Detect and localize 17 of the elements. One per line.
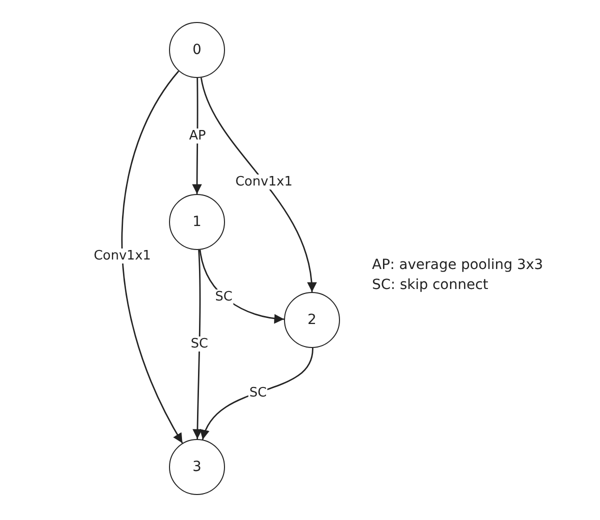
edge-label: Conv1x1: [92, 248, 152, 264]
legend-note: SC: skip connect: [372, 277, 488, 293]
arrow: [199, 250, 284, 324]
arrow: [192, 250, 202, 440]
node-label: 3: [192, 459, 202, 475]
arrow: [192, 78, 202, 194]
legend-note: AP: average pooling 3x3: [372, 257, 544, 273]
node-label: 2: [308, 312, 316, 328]
node-label: 0: [192, 42, 202, 58]
edge-label: SC: [214, 289, 234, 304]
arrow: [201, 348, 314, 440]
edge-label: AP: [188, 128, 207, 144]
arrow: [121, 70, 184, 444]
edge-label: Conv1x1: [234, 174, 294, 190]
edge-label: SC: [190, 336, 210, 352]
arrow: [200, 78, 316, 292]
node-label: 1: [192, 214, 202, 230]
